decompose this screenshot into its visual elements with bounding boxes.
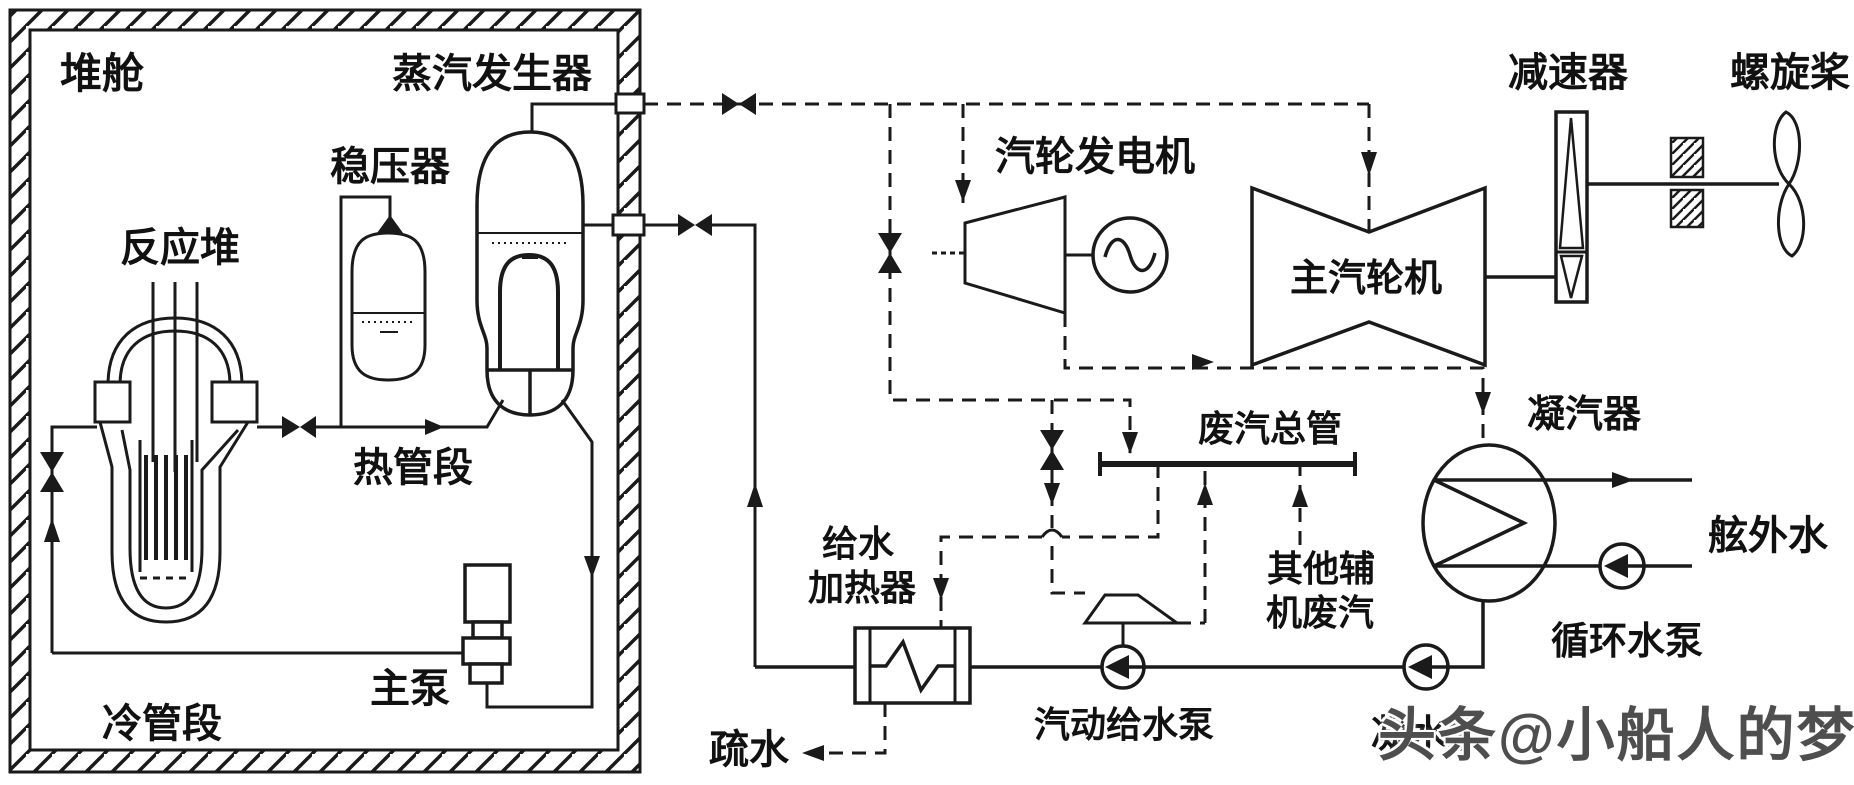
thrust-bearing (1669, 136, 1705, 229)
label-condensate-pump: 凝水泵 (1371, 714, 1485, 756)
hot-leg-valve-icon (282, 416, 316, 438)
flow-arrow-hot-leg (425, 419, 444, 435)
flow-arrow-up-feedwater (747, 483, 763, 507)
watermark-text: 头条@小船人的梦想 (1378, 703, 1854, 768)
steam-arrows (802, 152, 1491, 761)
label-pressurizer: 稳压器 (330, 145, 451, 189)
bypass-valve-icon (878, 233, 902, 273)
pressurizer-vessel (350, 231, 427, 382)
label-cold-leg: 冷管段 (102, 702, 222, 746)
steam-piping-dashed (644, 102, 1485, 755)
label-main-turbine: 主汽轮机 (1290, 258, 1442, 300)
feedwater-heater (853, 626, 972, 705)
label-hot-leg: 热管段 (353, 446, 473, 490)
flow-arrow-down-sg-outlet (584, 556, 600, 578)
containment-wall (8, 8, 642, 774)
main-turbine (1250, 185, 1487, 368)
propeller-icon (1772, 110, 1806, 258)
label-turbo-generator: 汽轮发电机 (995, 135, 1195, 179)
label-steam-feed-pump: 汽动给水泵 (1034, 704, 1214, 745)
feedwater-valve-icon (678, 214, 712, 236)
label-exhaust-manifold: 废汽总管 (1198, 408, 1342, 449)
wall-penetration-feedwater (611, 213, 646, 237)
label-reduction-gear: 减速器 (1508, 51, 1629, 95)
label-containment: 堆舱 (60, 50, 144, 97)
main-steam-valve-icon (722, 93, 756, 115)
label-main-pump: 主泵 (370, 667, 450, 711)
circulating-pump-icon (1598, 542, 1646, 590)
reduction-gear (1485, 110, 1779, 304)
label-other-aux-2: 机废汽 (1266, 592, 1374, 633)
feedwater-piping (644, 223, 757, 667)
seawater-arrow-out (1612, 472, 1634, 488)
reactor-vessel (93, 282, 259, 624)
turbo-generator (932, 195, 1169, 316)
label-feedwater-heater-2: 加热器 (808, 567, 917, 608)
primary-valve-left-icon (40, 452, 64, 492)
label-condenser: 凝汽器 (1527, 394, 1642, 436)
primary-loop-piping (50, 195, 594, 709)
label-feedwater-heater-1: 给水 (822, 523, 895, 564)
flow-arrow-up-cold-leg (44, 518, 60, 542)
line-crossing-hop (1040, 528, 1064, 538)
pressurizer-relief-icon (377, 215, 403, 233)
label-drain: 疏水 (709, 728, 790, 772)
wall-penetration-steam (614, 92, 646, 115)
aux-steam-valve-icon (1040, 430, 1064, 470)
condensate-piping (755, 600, 1485, 669)
label-propeller: 螺旋桨 (1730, 51, 1850, 95)
condenser (1421, 443, 1692, 603)
label-steam-generator: 蒸汽发生器 (392, 52, 593, 96)
steam-generator-vessel (475, 102, 616, 417)
generator-sine-icon (1103, 237, 1157, 273)
aux-feed-pump-icon (1100, 644, 1146, 690)
label-other-aux-1: 其他辅 (1267, 548, 1375, 589)
exhaust-manifold (1098, 452, 1357, 476)
label-outboard-water: 舷外水 (1708, 514, 1829, 558)
label-circulating-pump: 循环水泵 (1551, 621, 1703, 663)
condensate-pump-icon (1402, 643, 1450, 691)
label-reactor: 反应堆 (120, 226, 240, 270)
aux-turbine (1082, 593, 1182, 646)
main-pump-graphic (461, 563, 512, 685)
